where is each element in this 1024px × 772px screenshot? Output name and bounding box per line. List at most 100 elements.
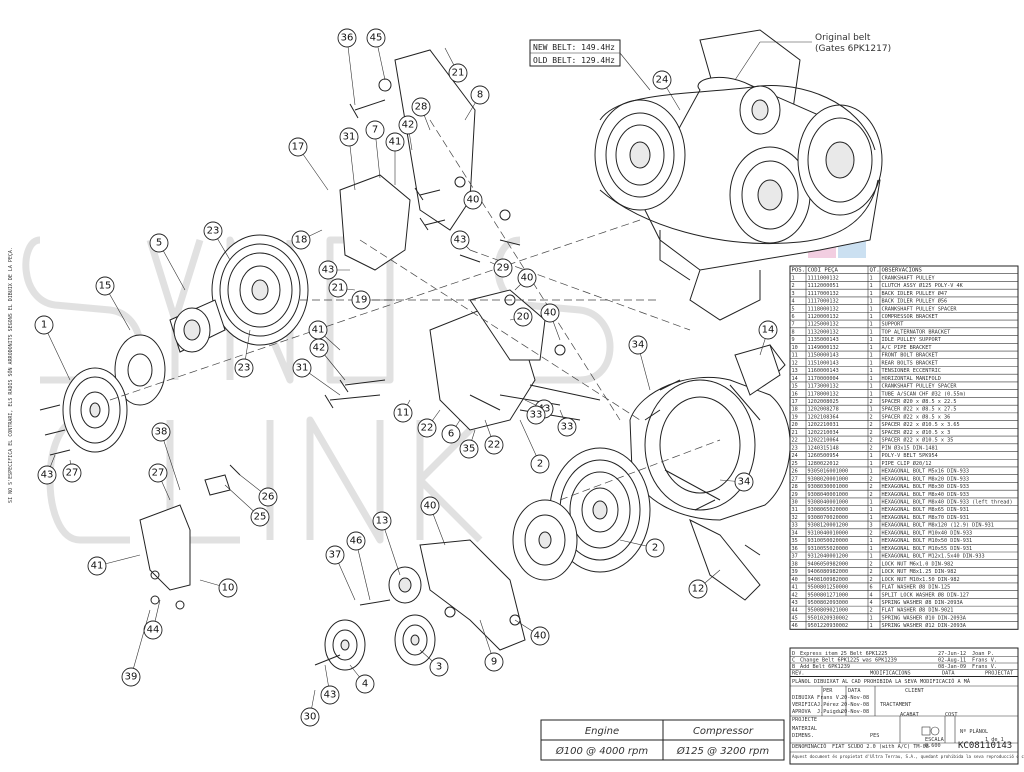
bom-cell: 1118000132 bbox=[808, 306, 839, 312]
balloon-number: 17 bbox=[292, 142, 305, 153]
part-balloon: 29 bbox=[489, 258, 513, 278]
part-balloon: 1 bbox=[34, 315, 71, 381]
bom-cell: 9310050020000 bbox=[808, 538, 849, 544]
bom-cell: SPLIT LOCK WASHER Ø8 DIN-127 bbox=[882, 591, 969, 598]
bom-cell: 9408100982000 bbox=[808, 577, 849, 583]
bom-cell: 1202008278 bbox=[808, 407, 839, 413]
part-balloon: 41 bbox=[385, 132, 405, 185]
bom-cell: 1 bbox=[870, 360, 873, 366]
part-balloon: 12 bbox=[688, 569, 721, 599]
part-balloon: 31 bbox=[292, 358, 341, 396]
bom-cell: SPACER Ø22 x Ø10.5 x 35 bbox=[882, 437, 954, 444]
part-balloon: 25 bbox=[224, 484, 270, 527]
bom-cell: 2 bbox=[792, 283, 795, 289]
balloon-circle bbox=[645, 538, 665, 558]
balloon-number: 39 bbox=[125, 672, 138, 683]
engine-speed: Ø100 @ 4000 rpm bbox=[555, 745, 648, 757]
part-balloon: 19 bbox=[351, 290, 395, 310]
balloon-number: 3 bbox=[436, 662, 442, 673]
belt-frequency-box: NEW BELT: 149.4Hz OLD BELT: 129.4Hz bbox=[529, 39, 651, 91]
bom-cell: CRANKSHAFT PULLEY SPACER bbox=[882, 306, 958, 312]
balloon-number: 25 bbox=[254, 512, 267, 523]
bom-cell: 2 bbox=[870, 414, 873, 420]
balloon-number: 34 bbox=[632, 340, 645, 351]
balloon-circle bbox=[517, 268, 537, 288]
bom-cell: 39 bbox=[792, 569, 798, 575]
copyright-note: PLÀNOL DIBUIXAT AL CAD PROHIBIDA LA SEVA… bbox=[792, 678, 971, 685]
balloon-number: 43 bbox=[324, 690, 337, 701]
bom-cell: 16 bbox=[792, 391, 798, 397]
balloon-number: 29 bbox=[497, 263, 510, 274]
balloon-circle bbox=[203, 221, 223, 241]
balloon-circle bbox=[484, 435, 504, 455]
part-balloon: 43 bbox=[450, 230, 471, 251]
part-balloon: 45 bbox=[366, 28, 386, 81]
balloon-number: 30 bbox=[304, 712, 317, 723]
balloon-circle bbox=[513, 307, 533, 327]
bom-cell: HEXAGONAL BOLT M8x120 (12.9) DIN-931 bbox=[882, 523, 994, 529]
idler-pulleys bbox=[324, 566, 436, 671]
revision-cell: Frans V. bbox=[972, 664, 997, 670]
balloon-number: 22 bbox=[421, 423, 434, 434]
bom-header-cell: QT. bbox=[870, 268, 880, 274]
bom-cell: 41 bbox=[792, 585, 798, 591]
bom-cell: 7 bbox=[792, 322, 795, 328]
bom-cell: 1 bbox=[870, 329, 873, 335]
balloon-circle bbox=[385, 132, 405, 152]
part-balloon: 6 bbox=[441, 419, 461, 444]
bom-cell: 9312040001200 bbox=[808, 554, 849, 560]
balloon-number: 19 bbox=[355, 295, 368, 306]
part-balloon: 23 bbox=[203, 221, 231, 261]
part-balloon: 40 bbox=[514, 619, 550, 646]
bom-cell: 2 bbox=[870, 561, 873, 567]
bom-cell: 23 bbox=[792, 445, 798, 451]
bom-cell: 9 bbox=[792, 337, 795, 343]
balloon-circle bbox=[484, 652, 504, 672]
leader-line bbox=[355, 540, 371, 601]
bom-cell: SPACER Ø22 x Ø8.5 x 27.5 bbox=[882, 406, 957, 413]
balloon-number: 40 bbox=[544, 308, 557, 319]
leader-line bbox=[381, 520, 401, 576]
client-label: CLIENT bbox=[905, 688, 924, 694]
bom-cell: 6 bbox=[792, 314, 795, 320]
bom-cell: 28 bbox=[792, 484, 798, 490]
balloon-circle bbox=[459, 439, 479, 459]
balloon-circle bbox=[628, 335, 648, 355]
bom-cell: 9501220930002 bbox=[808, 623, 849, 629]
part-balloon: 15 bbox=[95, 276, 131, 331]
balloon-number: 1 bbox=[41, 320, 47, 331]
balloon-circle bbox=[448, 63, 468, 83]
revision-header-cell: PROJECTAT bbox=[985, 671, 1013, 677]
new-belt-label: NEW BELT: 149.4Hz bbox=[533, 43, 615, 52]
balloon-number: 31 bbox=[343, 132, 356, 143]
bom-cell: 1 bbox=[792, 275, 795, 281]
bom-cell: 4 bbox=[792, 299, 795, 305]
balloon-circle bbox=[34, 315, 54, 335]
bom-cell: 1 bbox=[870, 345, 873, 351]
bom-cell: 9305016001000 bbox=[808, 469, 849, 475]
part-balloon: 10 bbox=[199, 578, 238, 598]
installed-assembly-view bbox=[594, 29, 883, 321]
part-balloon: 26 bbox=[239, 474, 278, 507]
bom-cell: CRANKSHAFT PULLEY bbox=[882, 275, 936, 281]
bom-cell: 35 bbox=[792, 538, 798, 544]
crankshaft-spacer-plate bbox=[114, 334, 166, 406]
bom-cell: 1 bbox=[870, 453, 873, 459]
balloon-circle bbox=[688, 579, 708, 599]
bom-cell: 17 bbox=[792, 399, 798, 405]
bom-cell: 1 bbox=[870, 615, 873, 621]
bom-cell: 1112000051 bbox=[808, 283, 839, 289]
balloon-circle bbox=[149, 233, 169, 253]
part-balloon: 7 bbox=[365, 120, 385, 179]
